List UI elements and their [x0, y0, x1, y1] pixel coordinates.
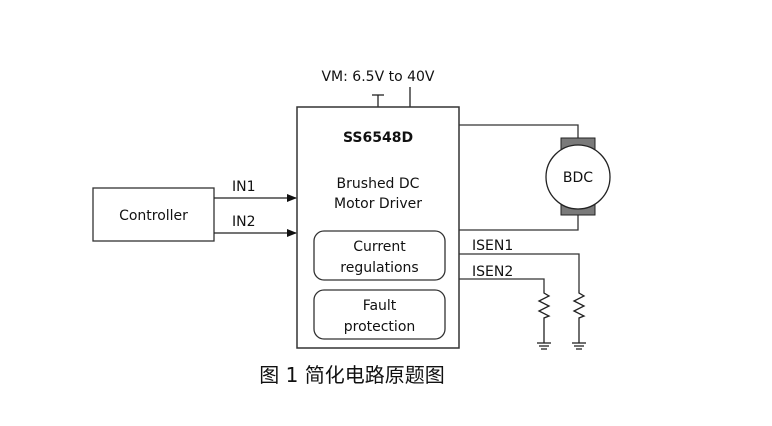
- isen1-label: ISEN1: [472, 238, 513, 254]
- block-label-line2: protection: [344, 319, 416, 335]
- block-label-line1: Current: [353, 239, 406, 255]
- controller-box: [92, 187, 215, 242]
- block-label-line2: regulations: [340, 260, 418, 276]
- driver-title-line2: Motor Driver: [334, 196, 422, 212]
- resistor-isen2-icon: [537, 290, 551, 350]
- block-label-line1: Fault: [363, 298, 397, 314]
- resistor-isen1-icon: [572, 290, 586, 350]
- in1-label: IN1: [232, 179, 256, 195]
- isen1-wire: [459, 253, 580, 290]
- supply-pin-symbol: [372, 94, 384, 107]
- current-regulation-block: Current regulations: [313, 230, 446, 281]
- motor-label: BDC: [563, 170, 593, 186]
- motor-bdc-icon: BDC: [545, 137, 611, 216]
- in2-label: IN2: [232, 214, 256, 230]
- supply-label: VM: 6.5V to 40V: [321, 69, 434, 85]
- motor-wire-top: [459, 124, 579, 138]
- fault-protection-block: Fault protection: [313, 289, 446, 340]
- isen2-label: ISEN2: [472, 264, 513, 280]
- isen2-wire: [459, 278, 545, 290]
- motor-wire-bottom: [459, 214, 579, 231]
- driver-part-number: SS6548D: [343, 130, 413, 146]
- driver-title-line1: Brushed DC: [337, 176, 420, 192]
- controller-label: Controller: [119, 208, 188, 224]
- figure-caption: 图 1 简化电路原题图: [259, 363, 444, 387]
